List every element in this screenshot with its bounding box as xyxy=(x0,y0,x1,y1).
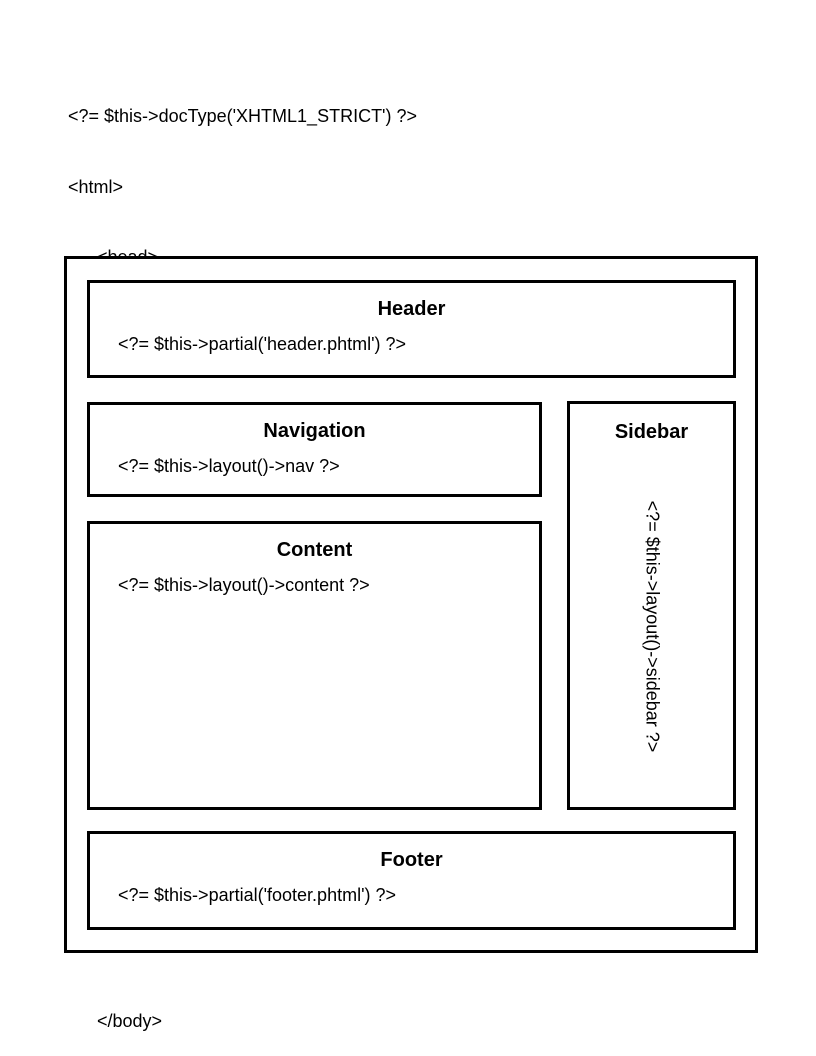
content-box: Content <?= $this->layout()->content ?> xyxy=(87,521,542,810)
sidebar-vertical-area: <?= $this->layout()->sidebar ?> xyxy=(570,445,733,807)
code-line-html-open: <html> xyxy=(68,176,124,197)
content-box-title: Content xyxy=(276,539,353,561)
navigation-box-code: <?= $this->layout()->nav ?> xyxy=(118,456,340,476)
code-line-doctype: <?= $this->docType('XHTML1_STRICT') ?> xyxy=(68,106,418,126)
footer-box-title: Footer xyxy=(380,849,443,871)
header-box-code: <?= $this->partial('header.phtml') ?> xyxy=(118,334,407,354)
sidebar-box: Sidebar <?= $this->layout()->sidebar ?> xyxy=(567,401,736,810)
header-box-title: Header xyxy=(377,298,446,320)
body-outline-box: Header <?= $this->partial('header.phtml'… xyxy=(64,256,758,953)
sidebar-box-code: <?= $this->layout()->sidebar ?> xyxy=(642,500,662,752)
navigation-box: Navigation <?= $this->layout()->nav ?> xyxy=(87,402,542,497)
header-box: Header <?= $this->partial('header.phtml'… xyxy=(87,280,736,378)
sidebar-box-title: Sidebar xyxy=(614,421,689,443)
php-template-code-bottom: </body> </html> xyxy=(68,963,162,1056)
content-box-code: <?= $this->layout()->content ?> xyxy=(118,575,370,595)
footer-box: Footer <?= $this->partial('footer.phtml'… xyxy=(87,831,736,930)
navigation-box-title: Navigation xyxy=(263,420,366,442)
code-line-body-close: </body> xyxy=(97,1011,163,1031)
footer-box-code: <?= $this->partial('footer.phtml') ?> xyxy=(118,885,397,905)
